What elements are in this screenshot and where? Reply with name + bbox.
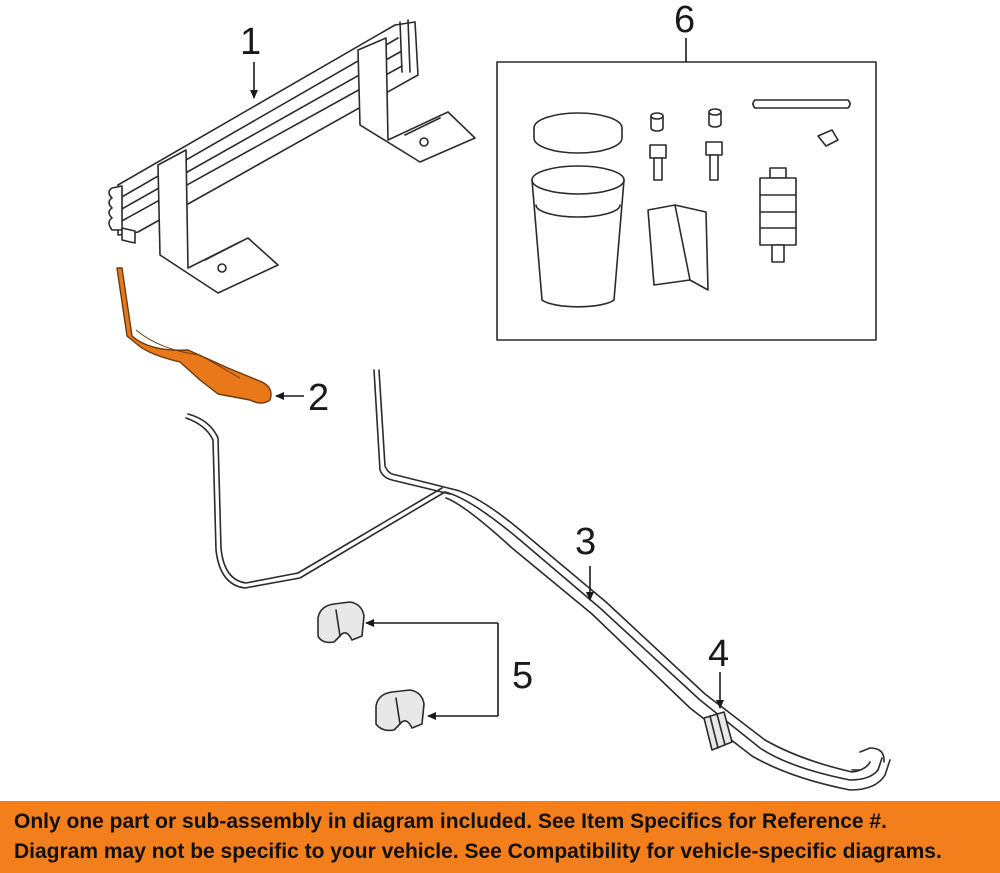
insulator-clip-upper (317, 601, 365, 644)
callout-3: 3 (575, 521, 596, 563)
callout-6: 6 (674, 0, 695, 41)
disclaimer-line-2: Diagram may not be specific to your vehi… (14, 840, 942, 863)
disclaimer-line-1: Only one part or sub-assembly in diagram… (14, 810, 887, 833)
cooler-tube-highlighted (116, 267, 272, 404)
cooler-lines (185, 369, 891, 791)
oil-cooler (108, 19, 476, 294)
filter-kit-panel (496, 61, 877, 341)
callout-2: 2 (308, 377, 329, 419)
line-clip (703, 711, 733, 751)
callout-4: 4 (708, 633, 729, 675)
insulator-clip-lower (375, 689, 425, 732)
callout-5: 5 (512, 655, 533, 697)
parts-diagram: 1 2 3 4 5 6 (108, 0, 891, 791)
disclaimer-banner: Only one part or sub-assembly in diagram… (0, 801, 1000, 873)
callout-1: 1 (240, 21, 261, 63)
